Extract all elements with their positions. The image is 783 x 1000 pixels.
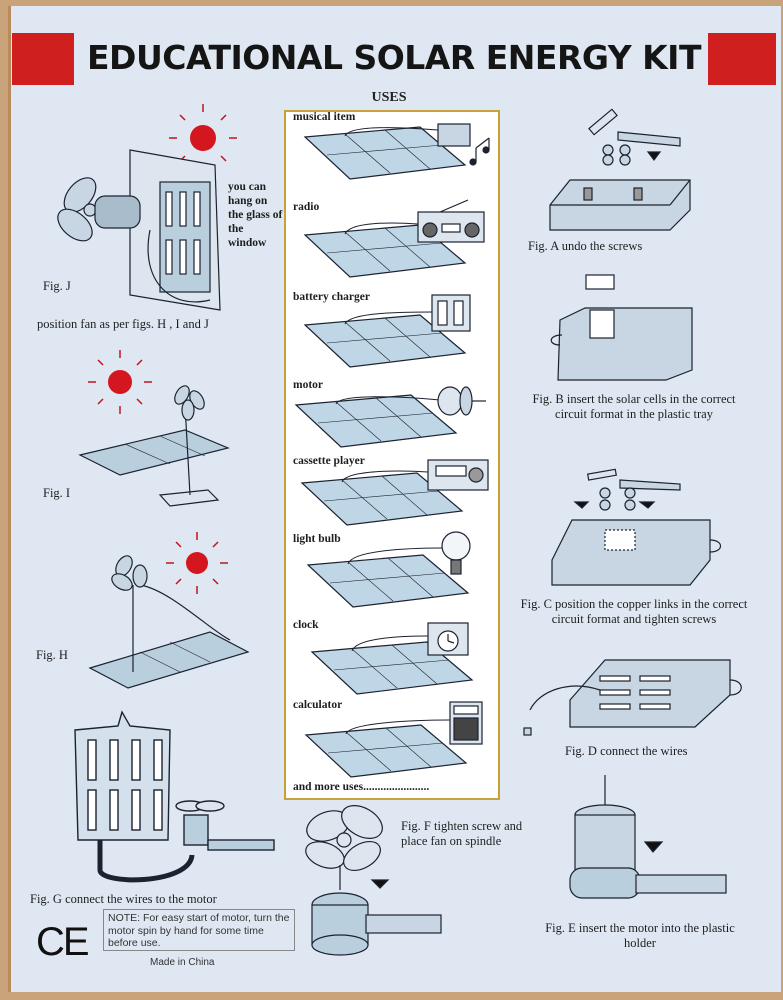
bulb-icon (441, 531, 471, 575)
solar-panel-icon (294, 394, 458, 448)
fan-icon (174, 385, 205, 421)
music-note-icon (469, 137, 490, 166)
use-battery-charger: battery charger (293, 291, 370, 303)
fig-j-label: Fig. J (43, 279, 71, 293)
battery-icon (431, 294, 471, 332)
fig-c-caption: Fig. C position the copper links in the … (520, 597, 748, 626)
kit-title: EDUCATIONAL SOLAR ENERGY KIT (87, 38, 701, 77)
calculator-icon (449, 701, 483, 745)
fig-f-caption: Fig. F tighten screw and place fan on sp… (401, 819, 523, 848)
fig-e-caption: Fig. E insert the motor into the plastic… (545, 921, 735, 950)
ce-mark: CE (36, 920, 90, 964)
use-clock: clock (293, 619, 319, 631)
use-calculator: calculator (293, 699, 343, 711)
fig-d-caption: Fig. D connect the wires (565, 744, 688, 758)
fig-j-caption: position fan as per figs. H , I and J (37, 317, 209, 331)
use-more: and more uses....................... (293, 781, 430, 793)
solar-panel-icon (303, 314, 467, 368)
motor-icon (437, 386, 486, 416)
radio-icon (417, 199, 485, 243)
sun-icon (88, 350, 152, 414)
uses-title: USES (371, 90, 407, 105)
fan-icon (57, 177, 97, 242)
fig-b-caption: Fig. B insert the solar cells in the cor… (532, 392, 736, 421)
use-motor: motor (293, 379, 324, 391)
solar-panel-icon (306, 554, 470, 608)
use-cassette-player: cassette player (293, 455, 365, 467)
use-light-bulb: light bulb (293, 533, 341, 545)
fig-h-label: Fig. H (36, 648, 68, 662)
fig-i-label: Fig. I (43, 486, 71, 500)
fan-icon (305, 805, 383, 872)
solar-panel-icon (300, 472, 464, 526)
clock-icon (427, 622, 469, 656)
fan-icon (175, 800, 225, 812)
fig-j-hang-text: you can hang on the glass of the window (228, 181, 283, 249)
solar-panel-icon (303, 126, 467, 180)
solar-panel-icon (304, 724, 468, 778)
fan-icon (111, 555, 148, 591)
header-band-right (708, 33, 776, 85)
fig-a-caption: Fig. A undo the screws (528, 239, 643, 253)
header-band-left (12, 33, 74, 85)
cassette-icon (427, 459, 489, 491)
use-radio: radio (293, 201, 320, 213)
fig-g-caption: Fig. G connect the wires to the motor (30, 892, 217, 906)
motor-note: NOTE: For easy start of motor, turn the … (103, 909, 295, 951)
sun-icon (166, 532, 228, 594)
made-in: Made in China (150, 957, 215, 968)
use-musical-item: musical item (293, 111, 356, 123)
